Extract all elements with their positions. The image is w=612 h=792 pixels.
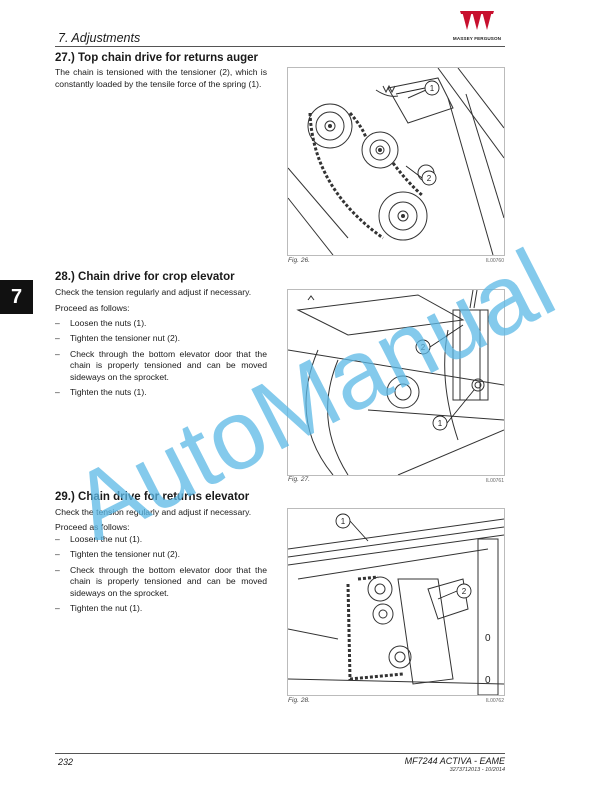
- section-intro: Check the tension regularly and adjust i…: [55, 287, 252, 297]
- page-number: 232: [58, 757, 74, 767]
- list-item: –Tighten the tensioner nut (2).: [55, 549, 181, 560]
- section-proceed: Proceed as follows:: [55, 303, 130, 313]
- marking-0: 0: [485, 633, 491, 644]
- callout-2: 2: [462, 587, 467, 596]
- list-item: –Tighten the nut (1).: [55, 603, 143, 614]
- model-name: MF7244 ACTIVA - EAME: [404, 756, 505, 766]
- chain-drive-illustration: 1 2: [288, 68, 504, 255]
- figure-code: IL00762: [485, 698, 504, 704]
- step-list: –Loosen the nut (1). –Tighten the tensio…: [55, 534, 267, 618]
- figure-26: 1 2: [287, 67, 505, 256]
- list-item: –Check through the bottom elevator door …: [55, 348, 267, 382]
- marking-0: 0: [485, 675, 491, 686]
- figure-27: 2 1: [287, 289, 505, 476]
- step-list: –Loosen the nuts (1). –Tighten the tensi…: [55, 318, 267, 402]
- list-item: –Tighten the tensioner nut (2).: [55, 333, 181, 344]
- callout-1: 1: [430, 84, 435, 93]
- figure-code: IL00761: [485, 478, 504, 484]
- returns-elevator-illustration: 1 2 0 0: [288, 513, 504, 695]
- chapter-tab: 7: [0, 280, 33, 314]
- callout-2: 2: [427, 174, 432, 183]
- callout-1: 1: [341, 517, 346, 526]
- callout-1: 1: [438, 419, 443, 428]
- section-title: 28.) Chain drive for crop elevator: [55, 271, 235, 283]
- figure-caption: Fig. 26.: [288, 257, 310, 264]
- header-divider: [55, 46, 505, 47]
- section-title: 27.) Top chain drive for returns auger: [55, 52, 258, 64]
- crop-elevator-illustration: 2 1: [288, 290, 504, 475]
- chapter-title: 7. Adjustments: [58, 31, 141, 45]
- list-item: –Tighten the nuts (1).: [55, 387, 147, 398]
- section-intro: Check the tension regularly and adjust i…: [55, 507, 252, 517]
- section-proceed: Proceed as follows:: [55, 522, 130, 532]
- footer-divider: [55, 753, 505, 754]
- brand-name: MASSEY FERGUSON: [452, 36, 502, 41]
- figure-28: 1 2 0 0: [287, 508, 505, 696]
- list-item: –Loosen the nut (1).: [55, 534, 143, 544]
- figure-code: IL00760: [485, 258, 504, 264]
- document-number: 3273712013 - 10/2014: [449, 767, 505, 773]
- list-item: –Loosen the nuts (1).: [55, 318, 147, 328]
- figure-caption: Fig. 28.: [288, 697, 310, 704]
- triple-triangle-icon: [460, 11, 494, 30]
- brand-logo: MASSEY FERGUSON: [448, 8, 506, 46]
- callout-2: 2: [421, 343, 426, 352]
- section-body: The chain is tensioned with the tensione…: [55, 67, 267, 89]
- figure-caption: Fig. 27.: [288, 476, 310, 483]
- section-title: 29.) Chain drive for returns elevator: [55, 491, 250, 503]
- list-item: –Check through the bottom elevator door …: [55, 564, 267, 598]
